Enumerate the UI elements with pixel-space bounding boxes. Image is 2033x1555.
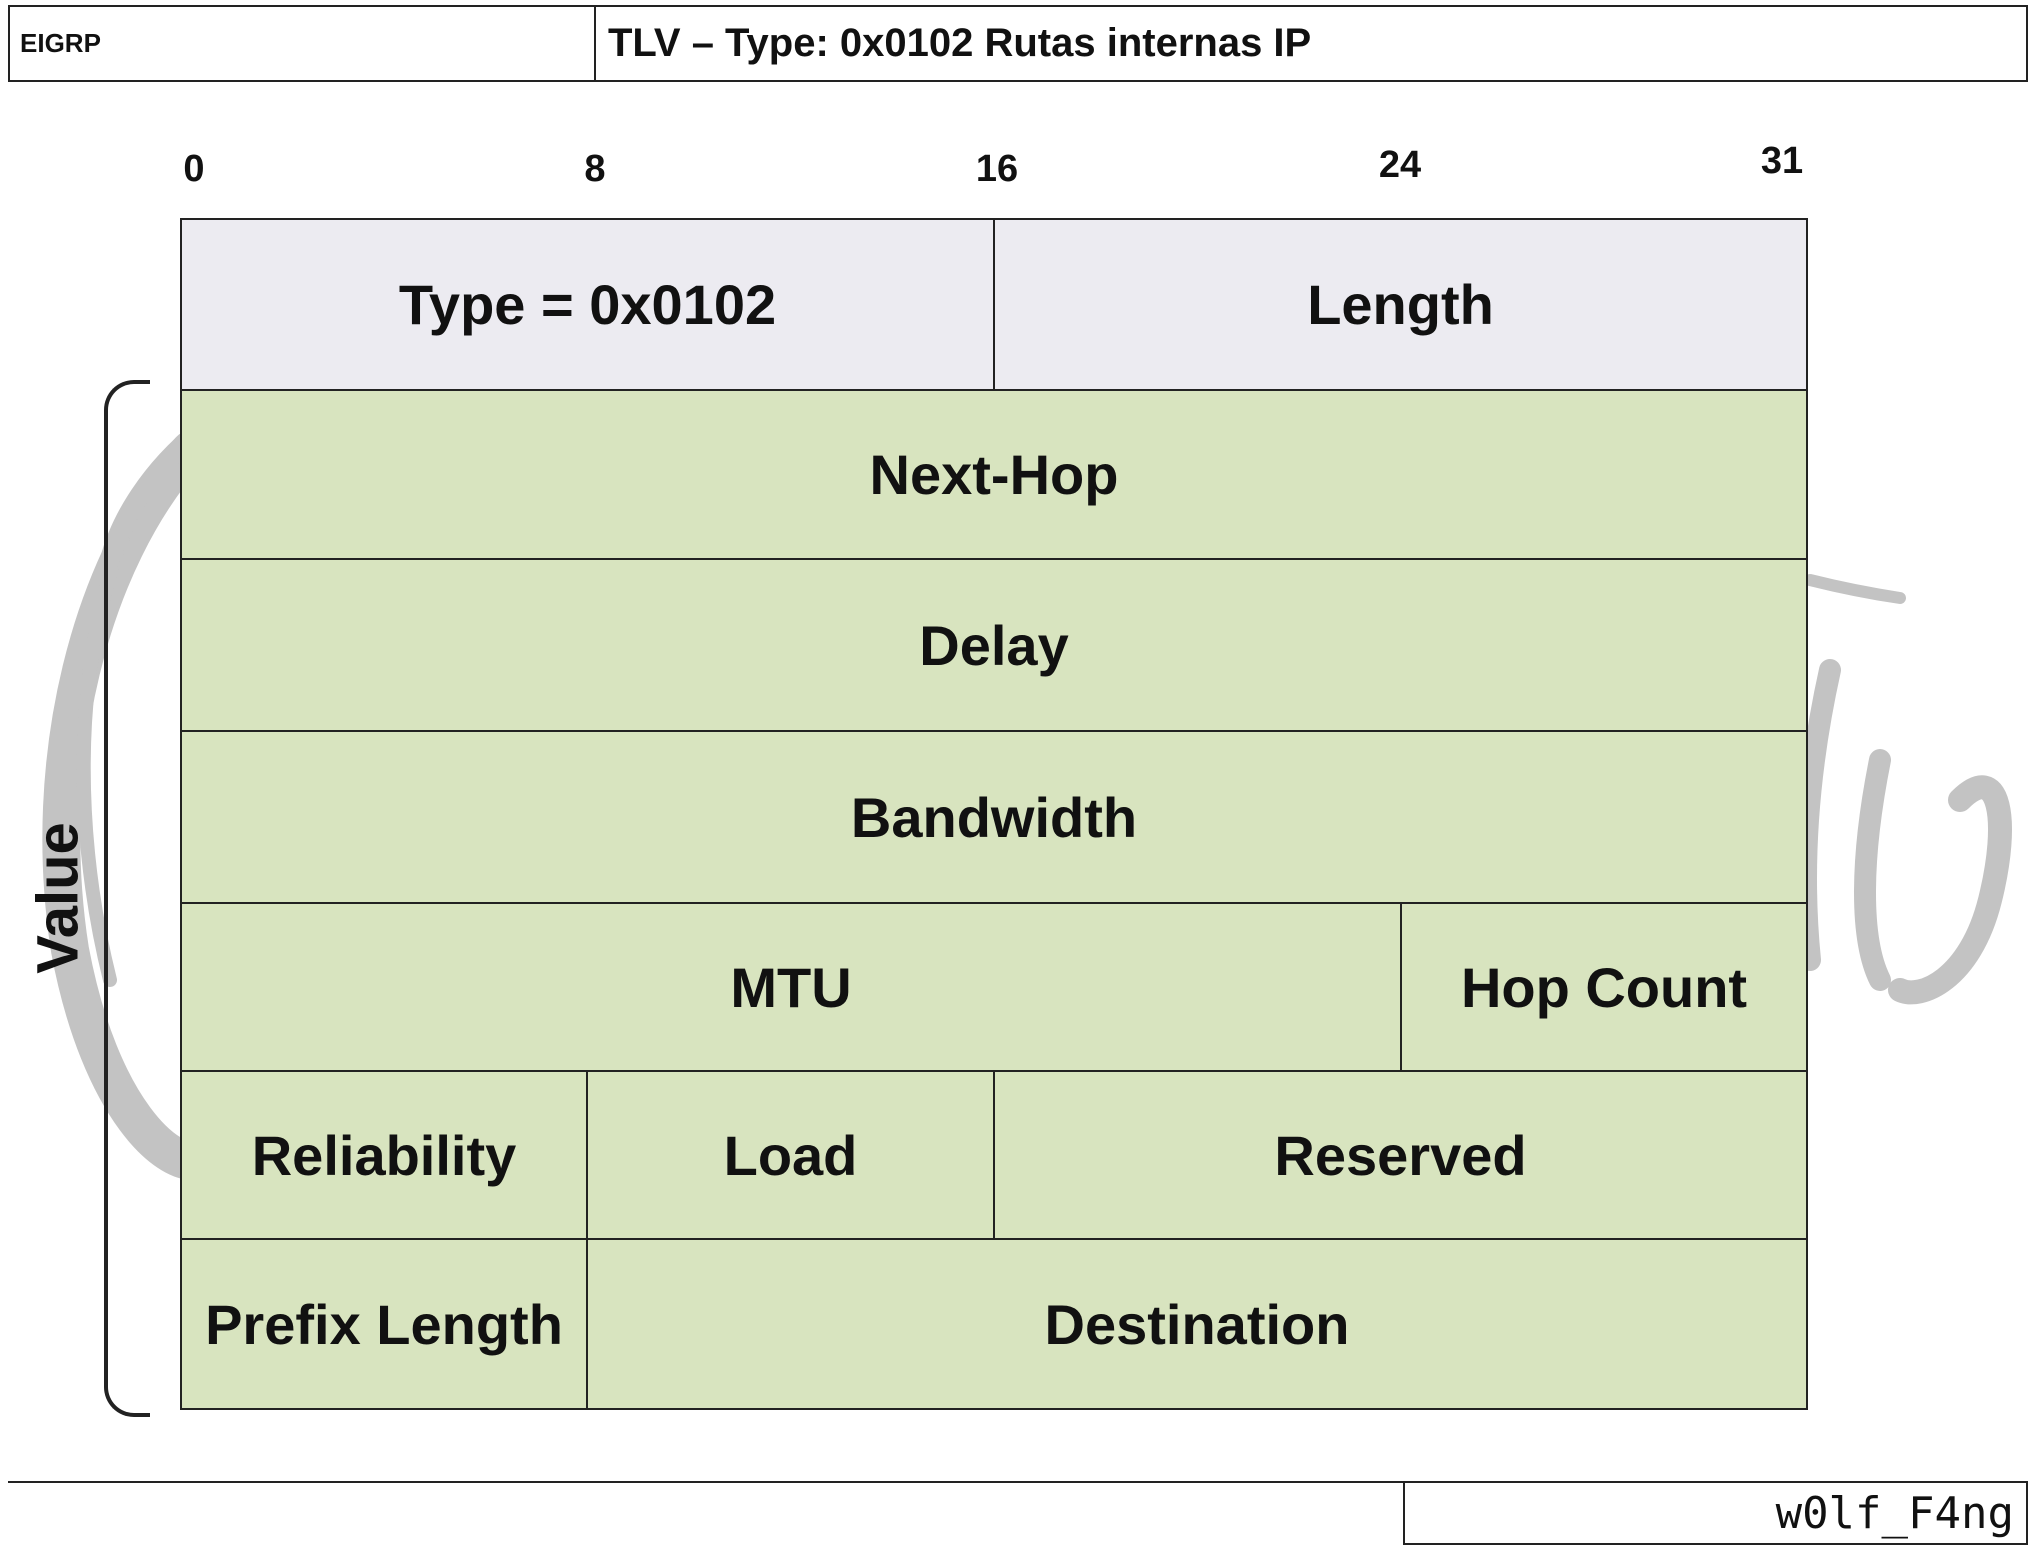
footer-divider [8,1481,2028,1483]
field-next-hop: Next-Hop [180,389,1808,560]
field-destination: Destination [586,1238,1808,1410]
field-bandwidth: Bandwidth [180,730,1808,904]
field-load: Load [586,1070,995,1240]
field-reliability: Reliability [180,1070,588,1240]
bit-tick-0: 0 [183,148,205,190]
page-title: TLV – Type: 0x0102 Rutas internas IP [594,5,2028,82]
field-prefix-length: Prefix Length [180,1238,588,1410]
field-type: Type = 0x0102 [180,218,995,391]
field-length: Length [993,218,1808,391]
bit-tick-16: 16 [975,148,1019,190]
bit-tick-24: 24 [1378,144,1422,186]
value-brace [104,380,150,1417]
value-label: Value [25,822,91,974]
field-hop-count: Hop Count [1400,902,1808,1072]
author-signature: w0lf_F4ng [1403,1481,2028,1545]
protocol-label: EIGRP [8,5,596,82]
field-reserved: Reserved [993,1070,1808,1240]
field-mtu: MTU [180,902,1402,1072]
bit-tick-31: 31 [1760,140,1804,182]
field-delay: Delay [180,558,1808,732]
bit-tick-8: 8 [584,148,606,190]
